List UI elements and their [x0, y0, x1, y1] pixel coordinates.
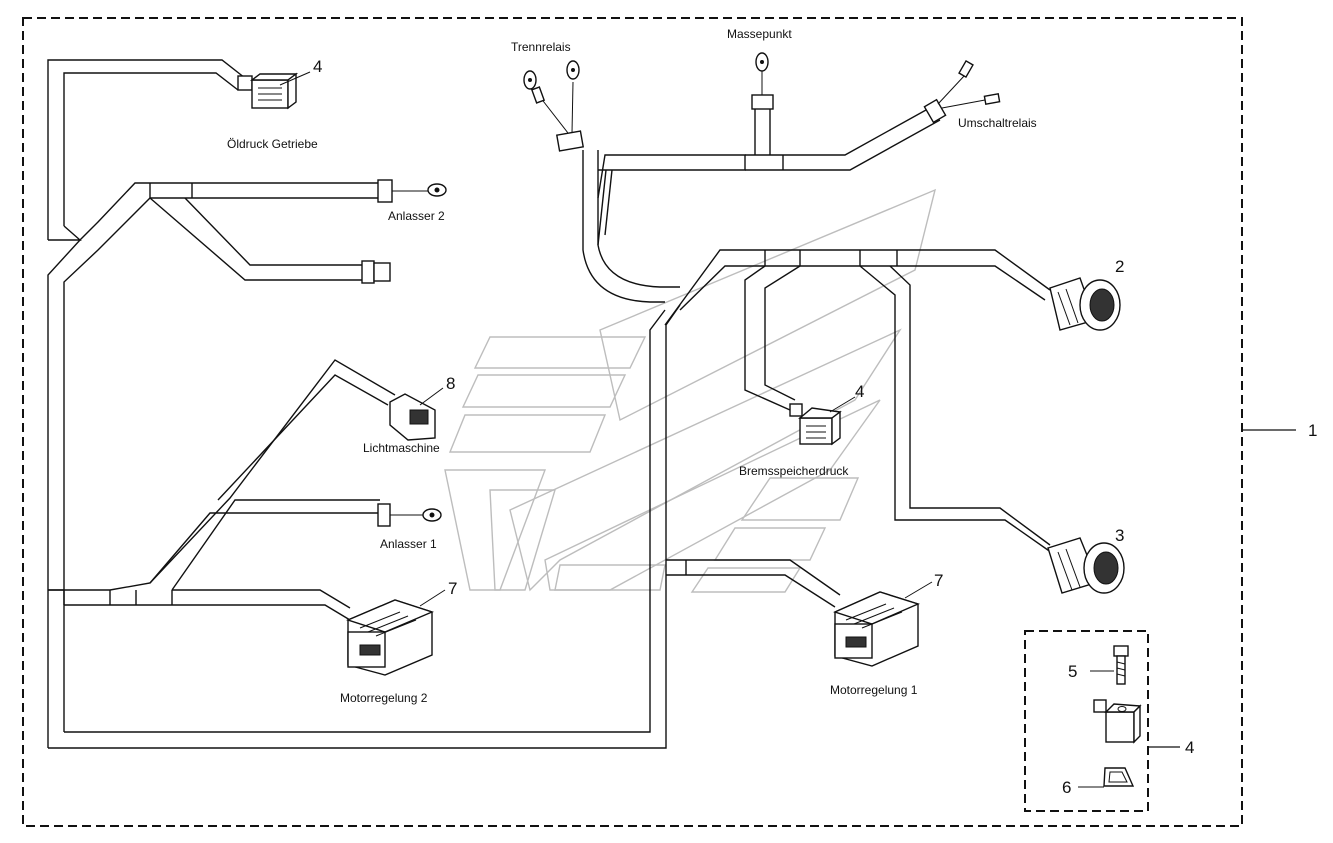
detail-pressure-switch — [1093, 699, 1142, 744]
callout-4-oil: 4 — [313, 57, 322, 76]
disconnect-relay-terminals — [523, 60, 585, 152]
label-oil-pressure-gearbox: Öldruck Getriebe — [227, 137, 318, 151]
callout-1: 1 — [1308, 421, 1317, 440]
oil-pressure-switch — [237, 71, 311, 110]
label-changeover-relay: Umschaltrelais — [958, 116, 1037, 130]
engine-ecu-connector-2 — [346, 589, 446, 676]
callout-4-brake: 4 — [855, 382, 864, 401]
label-brake-pressure: Bremsspeicherdruck — [739, 464, 849, 478]
ground-point-terminal — [751, 52, 774, 110]
changeover-relay-terminals — [923, 59, 1001, 124]
harness-center — [582, 104, 1056, 608]
detail-bolt — [1090, 645, 1129, 685]
alternator-plug — [389, 387, 444, 441]
callout-5: 5 — [1068, 662, 1077, 681]
round-connector-3 — [1047, 537, 1125, 594]
label-engine-control-2: Motorregelung 2 — [340, 691, 428, 705]
label-ground-point: Massepunkt — [727, 27, 792, 41]
starter-1-terminal — [377, 503, 442, 527]
label-starter-1: Anlasser 1 — [380, 537, 437, 551]
engine-ecu-connector-1 — [833, 581, 933, 667]
label-alternator: Lichtmaschine — [363, 441, 440, 455]
harness-left — [47, 59, 681, 749]
label-disconnect-relay: Trennrelais — [511, 40, 571, 54]
label-engine-control-1: Motorregelung 1 — [830, 683, 918, 697]
callout-7-ecu1: 7 — [934, 571, 943, 590]
round-connector-2 — [1049, 277, 1121, 331]
callout-8: 8 — [446, 374, 455, 393]
assembly-frame — [22, 17, 1243, 827]
callout-7-ecu2: 7 — [448, 579, 457, 598]
callout-3: 3 — [1115, 526, 1124, 545]
starter-2-terminal — [377, 179, 447, 203]
callout-2: 2 — [1115, 257, 1124, 276]
label-starter-2: Anlasser 2 — [388, 209, 445, 223]
callout-6: 6 — [1062, 778, 1071, 797]
brake-pressure-switch — [789, 396, 856, 446]
detail-frame — [1024, 630, 1149, 812]
callout-4-detail: 4 — [1185, 738, 1194, 757]
starter-2-plug — [361, 260, 391, 284]
detail-seal — [1078, 767, 1135, 788]
